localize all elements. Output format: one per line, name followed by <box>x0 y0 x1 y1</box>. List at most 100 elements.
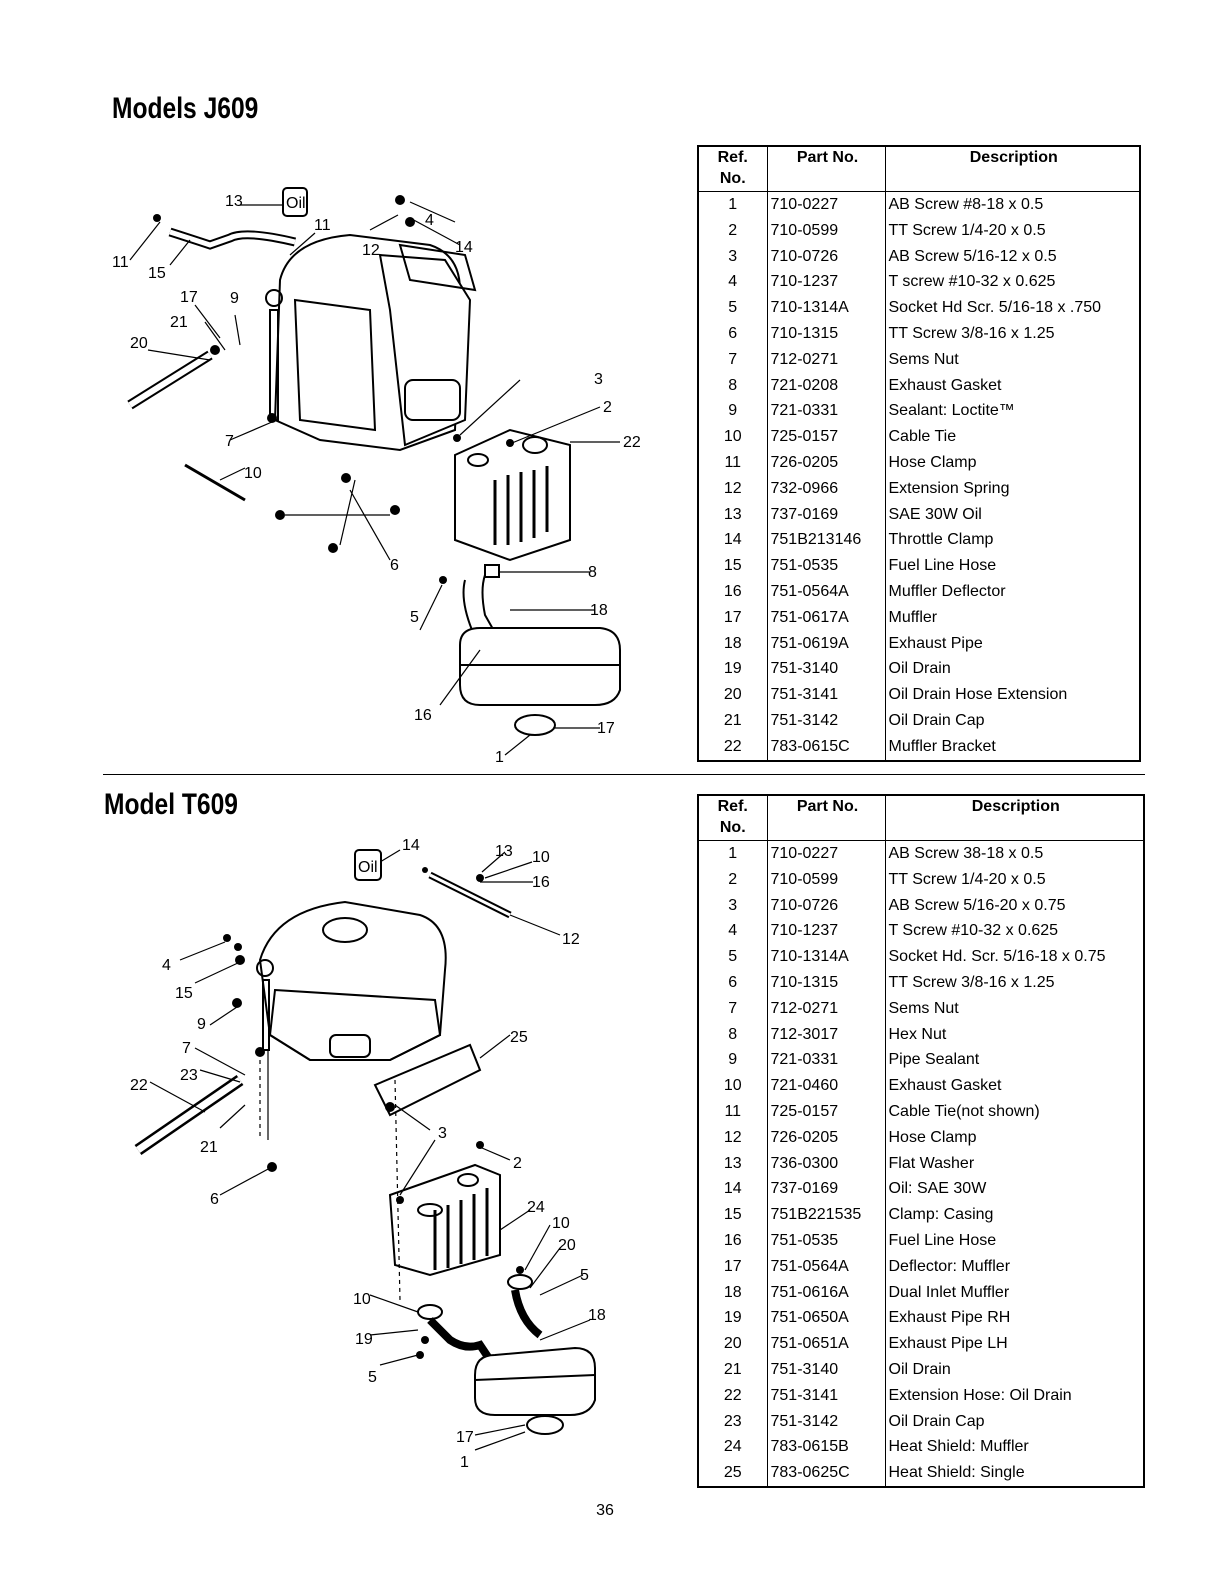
cell-part-no: 725-0157 <box>766 424 885 450</box>
svg-text:2: 2 <box>603 399 612 416</box>
cell-description: Muffler Deflector <box>884 578 1140 605</box>
cell-part-no: 751-0535 <box>766 1227 885 1254</box>
muffler-j609 <box>459 627 621 706</box>
cell-part-no: 710-0726 <box>766 243 885 270</box>
svg-text:1: 1 <box>495 749 504 766</box>
cell-description: Fuel Line Hose <box>884 553 1140 579</box>
cell-ref: 13 <box>697 1150 767 1177</box>
cell-ref: 18 <box>697 1279 767 1306</box>
cell-ref: 11 <box>697 449 767 476</box>
svg-text:10: 10 <box>353 1291 371 1308</box>
cell-part-no: 710-0599 <box>766 866 885 893</box>
cell-description: Cable Tie(not shown) <box>884 1098 1144 1125</box>
svg-text:3: 3 <box>594 371 603 388</box>
cell-description: Exhaust Pipe RH <box>884 1305 1144 1332</box>
svg-text:16: 16 <box>532 874 550 891</box>
page-number: 36 <box>596 1502 614 1519</box>
svg-text:16: 16 <box>414 707 432 724</box>
cell-ref: 14 <box>697 1176 767 1203</box>
cell-ref: 22 <box>697 733 767 761</box>
svg-text:10: 10 <box>532 849 550 866</box>
cell-ref: 9 <box>697 1047 767 1074</box>
col-header-ref: Ref. No. <box>697 146 767 192</box>
muffler-t609 <box>474 1346 596 1416</box>
svg-text:24: 24 <box>527 1199 545 1216</box>
cell-description: Heat Shield: Single <box>884 1460 1144 1487</box>
svg-text:23: 23 <box>180 1067 198 1084</box>
cell-part-no: 725-0157 <box>766 1098 885 1125</box>
cell-ref: 10 <box>697 1073 767 1099</box>
cell-part-no: 710-0227 <box>766 191 885 218</box>
svg-text:7: 7 <box>225 433 234 450</box>
callouts-t609: 14 13 10 16 12 4 15 9 7 23 22 21 6 25 3 … <box>130 837 606 1471</box>
cell-ref: 13 <box>697 501 767 528</box>
svg-text:11: 11 <box>314 217 331 234</box>
cell-description: AB Screw 5/16-20 x 0.75 <box>884 892 1144 919</box>
cell-ref: 3 <box>697 892 767 919</box>
svg-text:6: 6 <box>390 557 399 574</box>
col-header-part: Part No. <box>766 146 885 192</box>
cell-part-no: 712-3017 <box>766 1021 885 1048</box>
svg-text:2: 2 <box>513 1155 522 1172</box>
cell-part-no: 737-0169 <box>766 501 885 528</box>
cell-description: Oil Drain <box>884 1356 1144 1383</box>
svg-text:14: 14 <box>402 837 420 854</box>
callouts-j609: 13 11 11 15 4 12 14 17 9 21 20 7 10 6 3 … <box>112 193 641 766</box>
cell-ref: 5 <box>697 295 767 321</box>
cell-description: Hex Nut <box>884 1021 1144 1048</box>
cell-ref: 15 <box>697 1202 767 1228</box>
cell-ref: 19 <box>697 1305 767 1332</box>
section-divider <box>103 774 1145 775</box>
svg-text:17: 17 <box>456 1429 474 1446</box>
exhaust-pipe-lh <box>511 1289 543 1339</box>
cell-part-no: 751B221535 <box>766 1202 885 1228</box>
svg-text:1: 1 <box>460 1454 469 1471</box>
cell-part-no: 751-0564A <box>766 578 885 605</box>
cell-ref: 3 <box>697 243 767 270</box>
cell-part-no: 751-0616A <box>766 1279 885 1306</box>
cell-part-no: 751-0535 <box>766 553 885 579</box>
cell-ref: 7 <box>697 995 767 1022</box>
cell-description: Socket Hd Scr. 5/16-18 x .750 <box>884 295 1140 321</box>
cell-part-no: 732-0966 <box>766 475 885 502</box>
cell-ref: 25 <box>697 1460 767 1487</box>
cell-ref: 22 <box>697 1382 767 1409</box>
cell-ref: 17 <box>697 1253 767 1280</box>
svg-text:7: 7 <box>182 1040 191 1057</box>
svg-text:20: 20 <box>558 1237 576 1254</box>
svg-text:13: 13 <box>225 193 243 210</box>
cell-part-no: 710-1237 <box>766 918 885 945</box>
cell-part-no: 751-3142 <box>766 707 885 734</box>
svg-text:5: 5 <box>368 1369 377 1386</box>
cell-ref: 16 <box>697 578 767 605</box>
svg-text:15: 15 <box>148 265 166 282</box>
cell-part-no: 710-0599 <box>766 217 885 244</box>
cell-description: Pipe Sealant <box>884 1047 1144 1074</box>
cell-description: Muffler Bracket <box>884 733 1140 761</box>
cell-ref: 21 <box>697 707 767 734</box>
svg-text:8: 8 <box>588 564 597 581</box>
cell-ref: 2 <box>697 217 767 244</box>
cell-part-no: 751-0651A <box>766 1331 885 1357</box>
cell-part-no: 751-3141 <box>766 1382 885 1409</box>
cell-description: AB Screw 5/16-12 x 0.5 <box>884 243 1140 270</box>
cell-description: Heat Shield: Muffler <box>884 1434 1144 1461</box>
cell-ref: 10 <box>697 424 767 450</box>
cell-part-no: 721-0460 <box>766 1073 885 1099</box>
cell-part-no: 751-0564A <box>766 1253 885 1280</box>
cell-ref: 17 <box>697 604 767 631</box>
cell-part-no: 721-0331 <box>766 1047 885 1074</box>
cell-ref: 9 <box>697 398 767 425</box>
